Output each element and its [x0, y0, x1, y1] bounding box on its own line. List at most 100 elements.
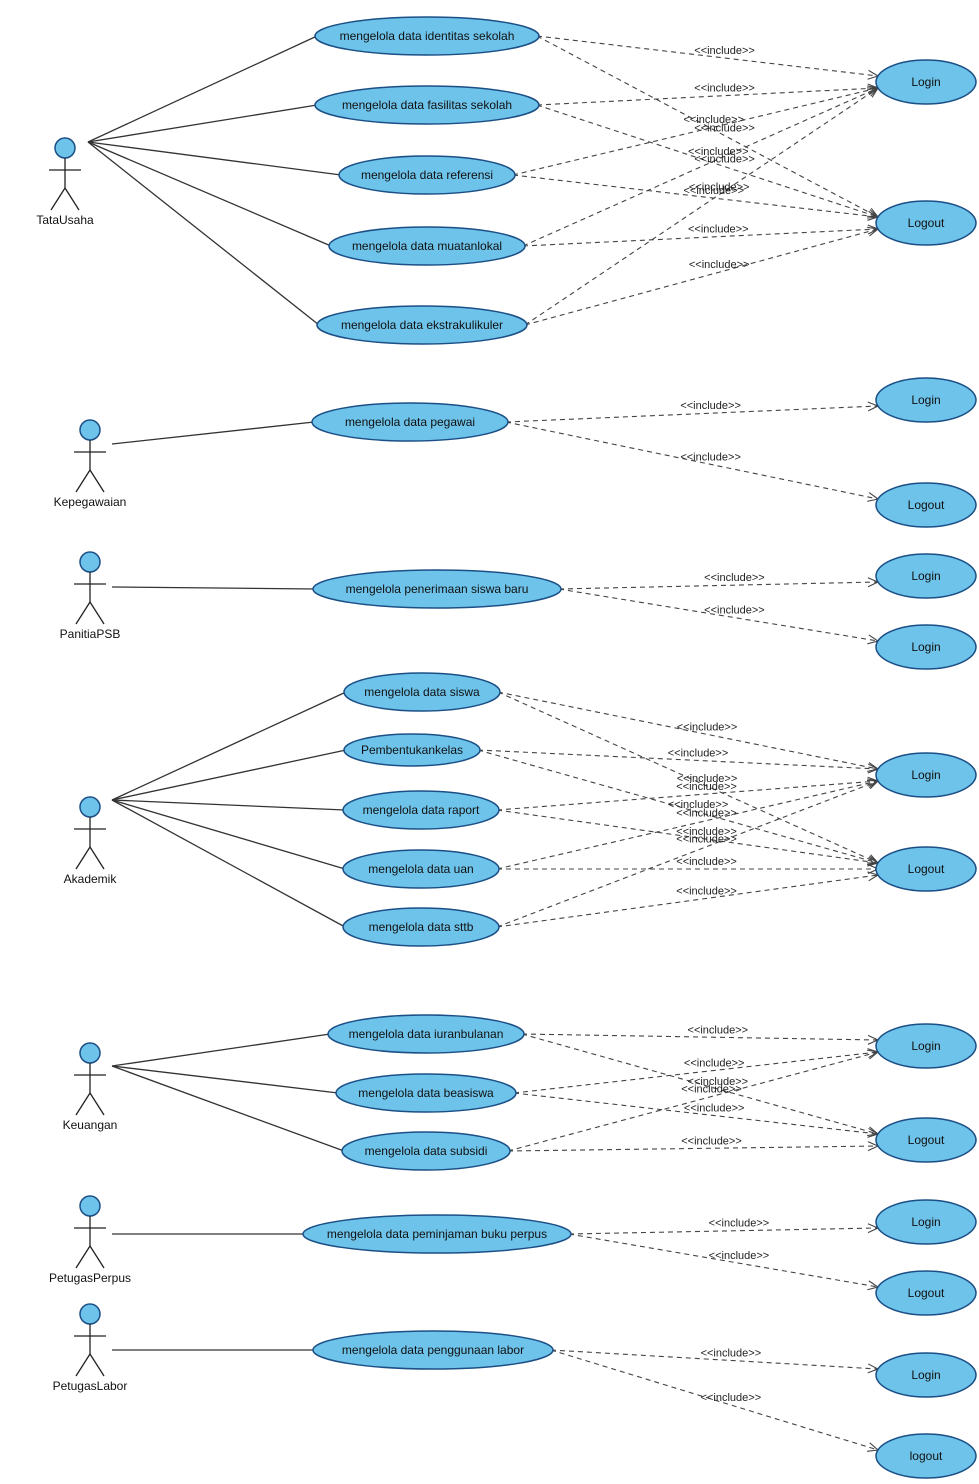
use-case-t2[interactable]: Logout: [875, 200, 977, 246]
use-case-uc7[interactable]: mengelola penerimaan siswa baru: [312, 569, 562, 609]
include-label: <<include>>: [694, 154, 755, 166]
association-keuangan-uc15: [111, 1065, 345, 1152]
actor-label: TataUsaha: [36, 213, 94, 227]
use-case-t1[interactable]: Login: [875, 59, 977, 105]
use-case-label: mengelola data fasilitas sekolah: [342, 98, 512, 112]
use-case-label: Pembentukankelas: [361, 743, 463, 757]
include-label: <<include>>: [704, 605, 765, 617]
actor-head-icon: [79, 1195, 101, 1217]
use-case-t7[interactable]: Login: [875, 752, 977, 798]
use-case-label: logout: [910, 1449, 943, 1463]
use-case-uc16[interactable]: mengelola data peminjaman buku perpus: [302, 1214, 572, 1254]
include-uc4-t1: [522, 87, 880, 247]
association-akademik-uc9: [111, 749, 347, 801]
actor-tatausaha[interactable]: TataUsaha: [36, 137, 94, 227]
actor-label: PanitiaPSB: [60, 627, 121, 641]
use-case-label: Login: [911, 393, 940, 407]
actor-petugaslabor[interactable]: PetugasLabor: [53, 1303, 128, 1393]
use-case-t11[interactable]: Login: [875, 1199, 977, 1245]
use-case-uc8[interactable]: mengelola data siswa: [343, 672, 501, 712]
include-uc12-t8: [496, 871, 880, 928]
include-label: <<include>>: [709, 1250, 770, 1262]
use-case-t5[interactable]: Login: [875, 553, 977, 599]
use-case-label: mengelola data subsidi: [365, 1144, 488, 1158]
actor-petugasperpus[interactable]: PetugasPerpus: [49, 1195, 131, 1285]
actor-label: PetugasLabor: [53, 1379, 128, 1393]
use-case-t12[interactable]: Logout: [875, 1270, 977, 1316]
use-case-label: Logout: [908, 498, 945, 512]
actor-head-icon: [79, 419, 101, 441]
use-case-label: Login: [911, 1368, 940, 1382]
actor-head-icon: [79, 796, 101, 818]
use-case-label: Login: [911, 768, 940, 782]
use-case-label: Logout: [908, 216, 945, 230]
include-label: <<include>>: [701, 1392, 762, 1404]
include-label: <<include>>: [684, 1103, 745, 1115]
use-case-uc2[interactable]: mengelola data fasilitas sekolah: [314, 85, 540, 125]
use-case-uc17[interactable]: mengelola data penggunaan labor: [312, 1330, 554, 1370]
use-case-label: mengelola data siswa: [364, 685, 480, 699]
include-label: <<include>>: [680, 451, 741, 463]
use-case-label: mengelola data raport: [363, 803, 480, 817]
include-uc1-t1: [536, 35, 880, 80]
use-case-uc6[interactable]: mengelola data pegawai: [311, 402, 509, 442]
include-label: <<include>>: [676, 781, 737, 793]
include-label: <<include>>: [684, 1057, 745, 1069]
association-tatausaha-uc2: [87, 104, 318, 143]
use-case-t4[interactable]: Logout: [875, 482, 977, 528]
actor-head-icon: [79, 1042, 101, 1064]
use-case-uc14[interactable]: mengelola data beasiswa: [335, 1073, 517, 1113]
actor-kepegawaian[interactable]: Kepegawaian: [54, 419, 127, 509]
include-label: <<include>>: [688, 146, 749, 158]
include-label: <<include>>: [694, 123, 755, 135]
association-tatausaha-uc1: [87, 35, 318, 143]
use-case-label: mengelola data iuranbulanan: [349, 1027, 504, 1041]
use-case-uc10[interactable]: mengelola data raport: [342, 790, 500, 830]
use-case-t9[interactable]: Login: [875, 1023, 977, 1069]
use-case-uc4[interactable]: mengelola data muatanlokal: [328, 226, 526, 266]
association-akademik-uc12: [111, 799, 346, 928]
association-tatausaha-uc4: [87, 141, 332, 247]
use-case-uc11[interactable]: mengelola data uan: [342, 849, 500, 889]
use-case-uc12[interactable]: mengelola data sttb: [342, 907, 500, 947]
include-label: <<include>>: [709, 1218, 770, 1230]
use-case-label: mengelola penerimaan siswa baru: [346, 582, 529, 596]
include-label-layer: <<include>><<include>><<include>><<inclu…: [668, 45, 770, 1404]
include-label: <<include>>: [680, 400, 741, 412]
actor-panitiapsb[interactable]: PanitiaPSB: [60, 551, 121, 641]
use-case-label: mengelola data penggunaan labor: [342, 1343, 524, 1357]
use-case-t3[interactable]: Login: [875, 377, 977, 423]
actor-head-icon: [54, 137, 76, 159]
use-case-label: mengelola data uan: [368, 862, 473, 876]
use-case-uc3[interactable]: mengelola data referensi: [338, 155, 516, 195]
association-akademik-uc8: [111, 691, 347, 801]
use-case-t6[interactable]: Login: [875, 624, 977, 670]
association-keuangan-uc14: [111, 1065, 339, 1094]
use-case-label: mengelola data beasiswa: [358, 1086, 494, 1100]
use-case-t8[interactable]: Logout: [875, 846, 977, 892]
include-uc14-t10: [513, 1092, 880, 1138]
use-case-t10[interactable]: Logout: [875, 1117, 977, 1163]
use-case-label: mengelola data referensi: [361, 168, 493, 182]
include-label: <<include>>: [688, 1024, 749, 1036]
actor-label: PetugasPerpus: [49, 1271, 131, 1285]
include-label: <<include>>: [668, 799, 729, 811]
actor-keuangan[interactable]: Keuangan: [63, 1042, 118, 1132]
association-kepegawaian-uc6: [111, 421, 315, 445]
association-akademik-uc11: [111, 799, 346, 870]
use-case-uc5[interactable]: mengelola data ekstrakulikuler: [316, 305, 528, 345]
use-case-uc13[interactable]: mengelola data iuranbulanan: [327, 1014, 525, 1054]
use-case-label: mengelola data ekstrakulikuler: [341, 318, 503, 332]
use-case-uc1[interactable]: mengelola data identitas sekolah: [314, 16, 540, 56]
use-case-t14[interactable]: logout: [875, 1433, 977, 1479]
use-case-label: mengelola data identitas sekolah: [340, 29, 515, 43]
use-case-uc9[interactable]: Pembentukankelas: [343, 733, 481, 767]
actor-akademik[interactable]: Akademik: [64, 796, 118, 886]
include-uc5-t2: [524, 226, 880, 326]
use-case-uc15[interactable]: mengelola data subsidi: [341, 1131, 511, 1171]
include-label: <<include>>: [668, 747, 729, 759]
use-case-t13[interactable]: Login: [875, 1352, 977, 1398]
include-label: <<include>>: [676, 808, 737, 820]
